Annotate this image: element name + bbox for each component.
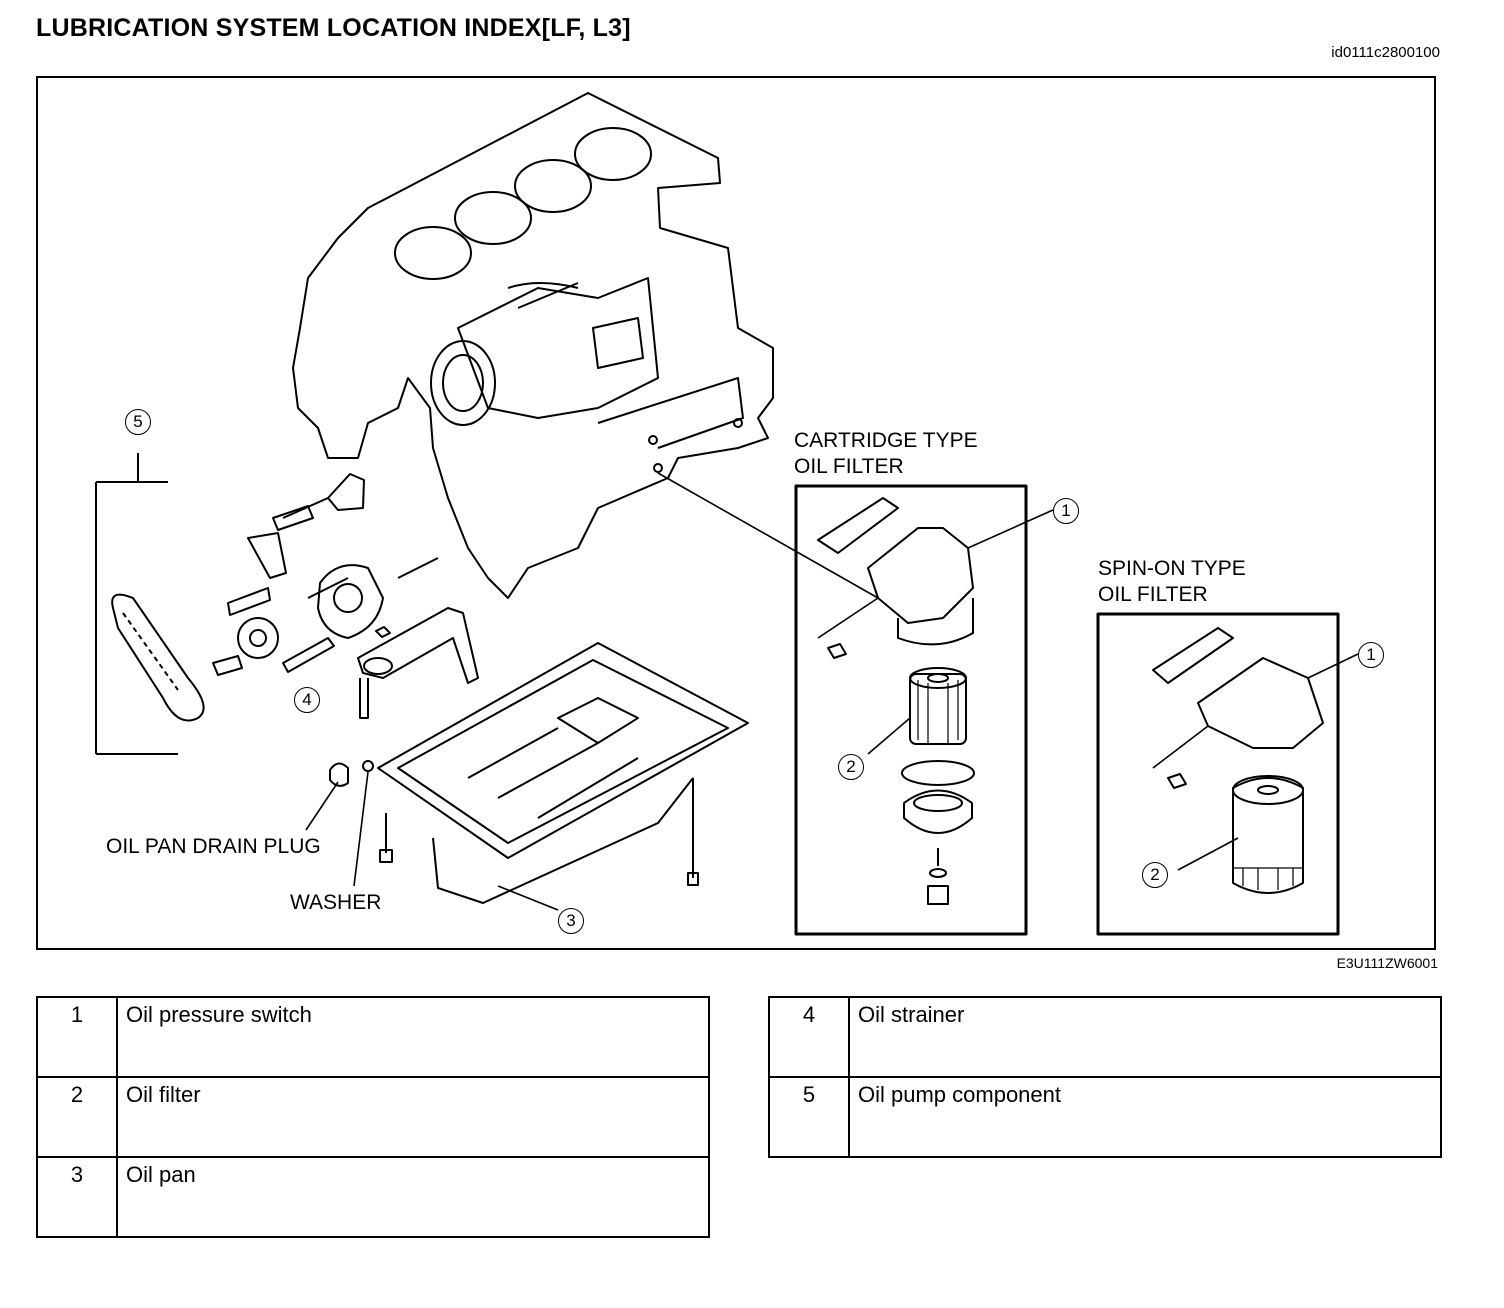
page-title: LUBRICATION SYSTEM LOCATION INDEX[LF, L3… (36, 14, 631, 42)
legend-description: Oil pan (116, 1156, 710, 1238)
legend-number: 1 (36, 996, 118, 1078)
cartridge-filter-parts (817, 497, 1054, 905)
legend-table-left: 1 Oil pressure switch 2 Oil filter 3 Oil… (36, 996, 710, 1238)
oil-strainer (357, 607, 479, 719)
legend-description: Oil pump component (848, 1076, 1442, 1158)
table-row: 5 Oil pump component (768, 1076, 1442, 1158)
oil-pump-parts (212, 473, 439, 676)
oil-pump-chain (111, 593, 205, 722)
legend-description: Oil strainer (848, 996, 1442, 1078)
callout-2-spinon: 2 (1142, 862, 1168, 888)
washer-label: WASHER (290, 891, 382, 914)
table-row: 3 Oil pan (36, 1156, 710, 1238)
oil-pump-bracket (95, 453, 178, 755)
legend-description: Oil pressure switch (116, 996, 710, 1078)
cartridge-type-label: CARTRIDGE TYPE (794, 429, 978, 452)
document-id: id0111c2800100 (1331, 44, 1440, 61)
legend-number: 2 (36, 1076, 118, 1158)
drain-plug-label: OIL PAN DRAIN PLUG (106, 835, 321, 858)
spinon-filter-parts (1152, 627, 1359, 894)
cartridge-filter-box (794, 484, 1028, 936)
table-row: 4 Oil strainer (768, 996, 1442, 1078)
spinon-filter-box (1096, 612, 1340, 936)
legend-table-right: 4 Oil strainer 5 Oil pump component (768, 996, 1442, 1158)
spinon-type-label: SPIN-ON TYPE (1098, 557, 1246, 580)
callout-3: 3 (558, 908, 584, 934)
cylinder-block (292, 92, 774, 599)
legend-number: 4 (768, 996, 850, 1078)
callout-1-cartridge: 1 (1053, 498, 1079, 524)
callout-2-cartridge: 2 (838, 754, 864, 780)
table-row: 1 Oil pressure switch (36, 996, 710, 1078)
engine-drawing (95, 92, 1359, 936)
oil-pan (377, 642, 749, 904)
spinon-type-label-2: OIL FILTER (1098, 583, 1208, 606)
legend-number: 5 (768, 1076, 850, 1158)
callout-4: 4 (294, 687, 320, 713)
table-row: 2 Oil filter (36, 1076, 710, 1158)
callout-1-spinon: 1 (1358, 642, 1384, 668)
exploded-diagram: CARTRIDGE TYPE OIL FILTER SPIN-ON TYPE O… (36, 76, 1436, 950)
cartridge-type-label-2: OIL FILTER (794, 455, 904, 478)
drain-plug (305, 760, 559, 911)
figure-code: E3U111ZW6001 (1336, 955, 1438, 971)
legend-description: Oil filter (116, 1076, 710, 1158)
legend-number: 3 (36, 1156, 118, 1238)
callout-5: 5 (125, 409, 151, 435)
